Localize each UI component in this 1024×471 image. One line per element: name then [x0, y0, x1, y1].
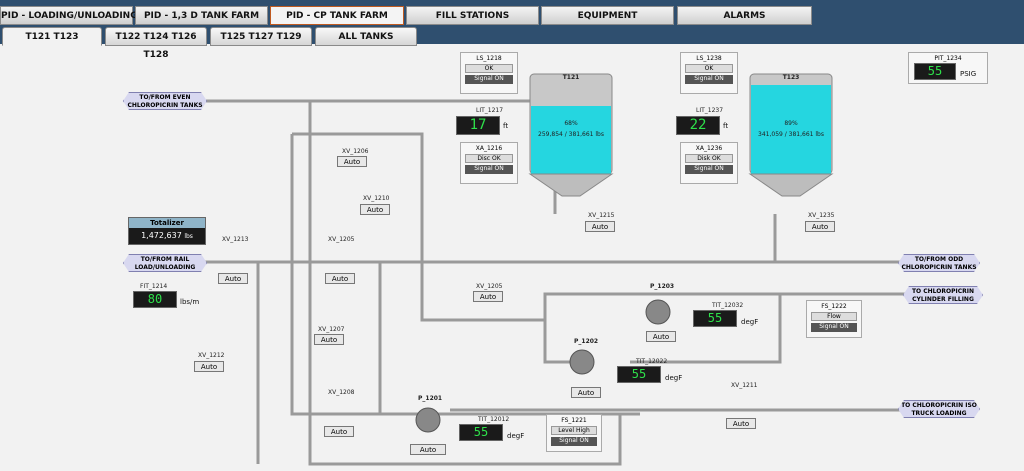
pump-tag: P_1203: [650, 283, 675, 290]
valve-tag: XV_1215: [588, 212, 615, 219]
pump-mode-button[interactable]: Auto: [571, 387, 601, 398]
tank-amount: 341,059 / 381,661 lbs: [758, 131, 824, 138]
temp-tag: TIT_12032: [712, 302, 744, 309]
temp-unit: degF: [665, 374, 683, 382]
tab-cp-tank-farm[interactable]: PID - CP TANK FARM: [270, 6, 404, 25]
pump-tag: P_1201: [418, 395, 443, 402]
valve-mode-button[interactable]: Auto: [337, 156, 367, 167]
temp-display: 55: [459, 424, 503, 441]
pipe: [543, 320, 580, 364]
valve-tag: XV_1205: [328, 236, 355, 243]
pump-mode-button[interactable]: Auto: [410, 444, 446, 455]
tank-name: T121: [562, 74, 580, 81]
pump-mode-button[interactable]: Auto: [646, 331, 676, 342]
valve-mode-button[interactable]: Auto: [314, 334, 344, 345]
pump-p1203: [645, 299, 671, 325]
pump-tag: P_1202: [574, 338, 599, 345]
subtab-t125-t129[interactable]: T125 T127 T129: [210, 27, 312, 46]
tab-loading-unloading[interactable]: PID - LOADING/UNLOADING: [0, 6, 138, 25]
temp-tag: TIT_12022: [636, 358, 668, 365]
valve-tag: XV_1213: [222, 236, 249, 243]
flow-unit: lbs/m: [180, 298, 200, 306]
tab-alarms[interactable]: ALARMS: [677, 6, 812, 25]
valve-tag: XV_1211: [731, 382, 758, 389]
temp-tag: TIT_12012: [478, 416, 510, 423]
level-display: 17: [456, 116, 500, 135]
flow-display: 80: [133, 291, 177, 308]
valve-tag: XV_1212: [198, 352, 225, 359]
fit-tag: FIT_1214: [140, 283, 168, 290]
level-display: 22: [676, 116, 720, 135]
valve-mode-button[interactable]: Auto: [726, 418, 756, 429]
valve-mode-button[interactable]: Auto: [805, 221, 835, 232]
valve-tag: XV_1208: [328, 389, 355, 396]
piping-diagram: [180, 73, 975, 466]
tab-equipment[interactable]: EQUIPMENT: [541, 6, 674, 25]
subtab-t121-t123[interactable]: T121 T123: [2, 27, 102, 46]
valve-mode-button[interactable]: Auto: [325, 273, 355, 284]
temp-unit: degF: [507, 432, 525, 440]
valve-mode-button[interactable]: Auto: [473, 291, 503, 302]
pipe: [308, 101, 622, 466]
lit-tag: LIT_1237: [696, 107, 724, 114]
level-unit: ft: [723, 122, 729, 130]
pipe: [422, 292, 905, 322]
valve-mode-button[interactable]: Auto: [218, 273, 248, 284]
pipe: [292, 132, 450, 322]
temp-unit: degF: [741, 318, 759, 326]
lit-tag: LIT_1217: [476, 107, 504, 114]
subtab-all-tanks[interactable]: ALL TANKS: [315, 27, 417, 46]
valve-tag: XV_1235: [808, 212, 835, 219]
pressure-display: 55: [914, 63, 956, 80]
temp-display: 55: [693, 310, 737, 327]
totalizer-panel: Totalizer 1,472,637 lbs: [128, 217, 206, 245]
pipe: [290, 134, 640, 416]
valve-tag: XV_1207: [318, 326, 345, 333]
tank-amount: 259,854 / 381,661 lbs: [538, 131, 604, 138]
valve-mode-button[interactable]: Auto: [324, 426, 354, 437]
valve-tag: XV_1206: [342, 148, 369, 155]
pump-p1202: [569, 349, 595, 375]
temp-display: 55: [617, 366, 661, 383]
pump-p1201: [415, 407, 441, 433]
tank-level-fill: [531, 106, 611, 174]
tab-fill-stations[interactable]: FILL STATIONS: [406, 6, 539, 25]
subtab-t122-t128[interactable]: T122 T124 T126 T128: [105, 27, 207, 60]
tank-t121: [528, 73, 614, 197]
valve-tag: XV_1210: [363, 195, 390, 202]
valve-mode-button[interactable]: Auto: [585, 221, 615, 232]
valve-mode-button[interactable]: Auto: [360, 204, 390, 215]
tank-percent: 68%: [564, 120, 578, 127]
tank-percent: 89%: [784, 120, 798, 127]
valve-mode-button[interactable]: Auto: [194, 361, 224, 372]
valve-tag: XV_1205: [476, 283, 503, 290]
tab-13d-tank-farm[interactable]: PID - 1,3 D TANK FARM: [135, 6, 268, 25]
pressure-unit: PSIG: [960, 70, 977, 78]
tank-level-fill: [751, 85, 831, 174]
level-unit: ft: [503, 122, 509, 130]
tank-t123: [748, 73, 834, 197]
pipe: [630, 294, 782, 364]
tank-name: T123: [782, 74, 800, 81]
